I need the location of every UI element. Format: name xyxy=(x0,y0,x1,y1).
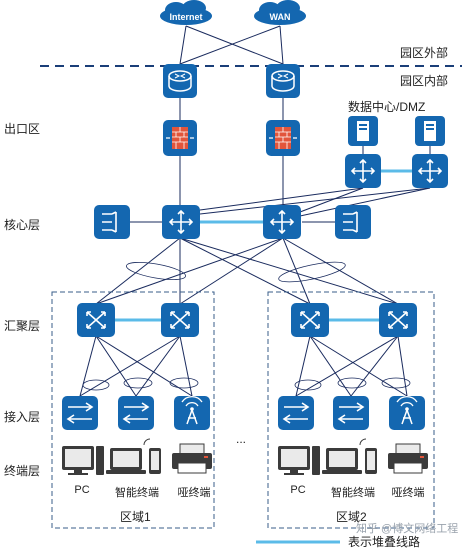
layer-terminal-label: 终端层 xyxy=(4,464,41,478)
internet-label: Internet xyxy=(169,12,202,22)
access-point-icon xyxy=(389,396,425,430)
access-switch-icon xyxy=(278,396,314,430)
aggregation-switch-icon xyxy=(161,303,199,337)
layer-exit-label: 出口区 xyxy=(4,122,41,136)
printer-icon xyxy=(388,443,428,474)
access-point-icon xyxy=(174,396,210,430)
layer-access-label: 接入层 xyxy=(4,410,41,424)
inside-campus-label: 园区内部 xyxy=(400,74,449,88)
smart-terminal-label: 智能终端 xyxy=(331,487,375,499)
access-switch-icon xyxy=(118,396,154,430)
area1-label: 区域1 xyxy=(120,510,151,524)
dumb-terminal-label: 哑终端 xyxy=(177,487,211,499)
pc-icon xyxy=(278,446,320,475)
dc-switch-left-icon xyxy=(345,154,381,188)
datacenter-label: 数据中心/DMZ xyxy=(348,100,426,114)
wan-cloud-icon xyxy=(254,0,306,25)
watermark: 知乎 @博文网络工程 xyxy=(356,523,459,535)
access-switch-icon xyxy=(333,396,369,430)
access-switch-icon xyxy=(62,396,98,430)
side-appliance-right-icon xyxy=(335,205,371,239)
printer-icon xyxy=(172,443,212,474)
side-appliance-left-icon xyxy=(94,205,130,239)
legend-stack-label: 表示堆叠线路 xyxy=(348,535,421,549)
core-switch-left-icon xyxy=(162,205,200,239)
core-switch-right-icon xyxy=(263,205,301,239)
firewall-left-icon xyxy=(163,120,197,156)
stack-ellipses xyxy=(82,261,411,391)
dumb-terminal-label: 哑终端 xyxy=(391,487,425,499)
server-icon xyxy=(348,116,378,146)
ellipsis-label: ... xyxy=(236,432,247,446)
area2-label: 区域2 xyxy=(336,510,367,524)
aggregation-switch-icon xyxy=(291,303,329,337)
pc-label: PC xyxy=(290,484,306,496)
area2-box xyxy=(267,291,435,529)
wan-label: WAN xyxy=(270,12,291,22)
aggregation-switch-icon xyxy=(379,303,417,337)
firewall-right-icon xyxy=(266,120,300,156)
smart-terminal-label: 智能终端 xyxy=(115,487,159,499)
layer-core-label: 核心层 xyxy=(4,218,41,232)
router-right-icon xyxy=(266,64,300,98)
laptop-phone-icon xyxy=(322,438,377,474)
internet-cloud-icon xyxy=(160,0,212,25)
aggregation-switch-icon xyxy=(77,303,115,337)
server-icon xyxy=(415,116,445,146)
router-left-icon xyxy=(163,64,197,98)
pc-label: PC xyxy=(74,484,90,496)
stack-lines xyxy=(115,169,412,544)
area1-box xyxy=(51,291,215,529)
outside-campus-label: 园区外部 xyxy=(400,46,449,60)
pc-icon xyxy=(62,446,104,475)
layer-aggregation-label: 汇聚层 xyxy=(4,319,41,333)
connection-lines xyxy=(79,25,431,397)
laptop-phone-icon xyxy=(106,438,161,474)
dc-switch-right-icon xyxy=(412,154,448,188)
